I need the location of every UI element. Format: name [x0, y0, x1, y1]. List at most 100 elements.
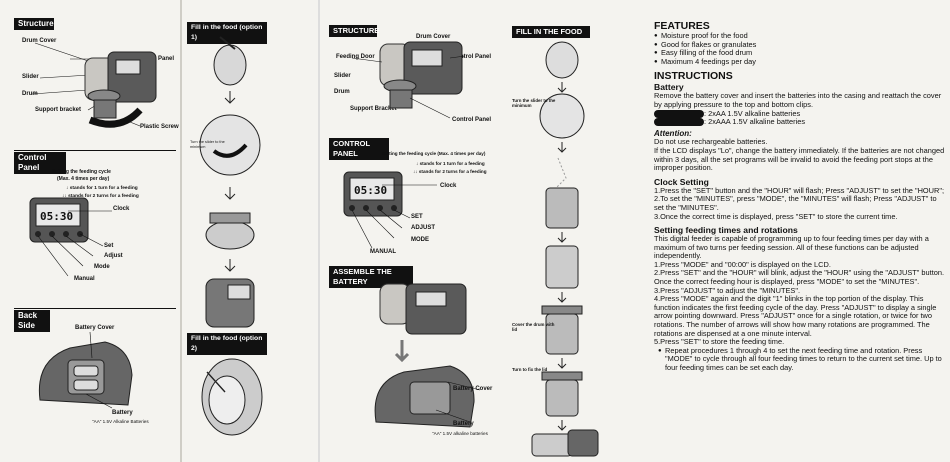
back-side-illustration-1	[38, 331, 133, 409]
feeding-bullet-list: Repeat procedures 1 through 4 to set the…	[654, 346, 948, 373]
label-control-panel-caps: Control Panel	[452, 54, 492, 60]
list-item: 4.Press "MODE" again and the digit "1" b…	[654, 294, 937, 338]
control-panel-diagram-2	[343, 171, 437, 249]
turn-fix-note: Turn to fix the lid	[512, 367, 548, 372]
features-list: Moisture proof for the food Good for fla…	[654, 31, 948, 67]
label-plastic-screw: Plastic Screw	[140, 124, 179, 130]
panel-fill-food-english: Fill in the food (option 1) Turn the sli…	[182, 0, 272, 462]
feeder-illustration-2	[351, 41, 466, 119]
structure-header-caps: STRUCTURE	[329, 25, 379, 37]
two-arrows-caps: ↓↓ stands for 2 turns for a feeding	[413, 169, 487, 174]
attention-label: Attention:	[654, 128, 692, 138]
cycle-caps: Setting the feeding cycle (Max. 4 times …	[382, 151, 486, 156]
label-clock-caps: Clock	[440, 183, 457, 189]
list-item: Easy filling of the food drum	[654, 49, 948, 58]
cover-drum-note: Cover the drum with lid	[512, 322, 555, 333]
turn-slider-note-1: Turn the slider to the minimum	[190, 140, 225, 150]
turn-slider-note-2: Turn the slider to the minimum	[512, 98, 556, 109]
one-arrow-note: ↓ stands for 1 turn for a feeding	[66, 186, 138, 191]
battery-line-1: : 2xAA 1.5V alkaline batteries	[654, 108, 948, 119]
battery-spec-aaa: : 2xAAA 1.5V alkaline batteries	[704, 117, 806, 127]
label-battery: Battery	[112, 410, 133, 416]
label-set: Set	[104, 243, 114, 249]
instructions-title: INSTRUCTIONS	[654, 70, 733, 83]
list-item: Good for flakes or granulates	[654, 40, 948, 50]
fold-line	[318, 0, 320, 462]
list-item: Moisture proof for the food	[654, 31, 948, 41]
label-adjust: Adjust	[104, 253, 123, 259]
redacted-mark	[654, 109, 704, 118]
fill-option2-illustration	[201, 358, 263, 436]
panel-structure-english: Structure Drum Cover Control Panel Slide…	[0, 0, 180, 462]
label-mode-caps: MODE	[411, 237, 429, 243]
fill-option1-header: Fill in the food (option 1)	[187, 22, 267, 44]
divider	[14, 308, 176, 309]
label-manual: Manual	[74, 276, 95, 282]
label-control-panel-caps-2: Control Panel	[452, 117, 492, 123]
cycle-sub: (Max. 4 times per day)	[57, 176, 110, 182]
feeding-title: Setting feeding times and rotations	[654, 225, 798, 236]
list-item: 5.Press "SET" to store the feeding time.	[654, 337, 785, 347]
fill-option2-header: Fill in the food (option 2)	[187, 333, 267, 355]
label-support-bracket: Support bracket	[35, 107, 82, 113]
fill-food-steps	[531, 41, 599, 457]
clock-steps: 1.Press the "SET" button and the "HOUR" …	[654, 185, 948, 221]
list-item: Repeat procedures 1 through 4 to set the…	[658, 346, 948, 373]
battery-spec-caps: "AA" 1.5V alkaline batteries	[432, 431, 488, 436]
label-clock: Clock	[113, 206, 130, 212]
two-arrows-note: ↓↓ stands for 2 turns for a feeding	[62, 194, 139, 199]
back-side-header: Back Side	[14, 310, 50, 332]
label-slider-caps: Slider	[334, 73, 351, 79]
features-title: FEATURES	[654, 20, 710, 32]
label-slider: Slider	[22, 74, 39, 80]
list-item: 3.Once the correct time is displayed, pr…	[654, 211, 898, 221]
label-drum-caps: Drum	[334, 89, 350, 95]
one-arrow-caps: ↓ stands for 1 turn for a feeding	[416, 161, 485, 166]
battery-spec: "AA" 1.5V Alkaline Batteries	[92, 419, 149, 424]
attention-2: If the LCD displays "Lo", change the bat…	[654, 145, 945, 173]
divider	[14, 150, 176, 151]
panel-structure-caps: STRUCTURE Drum Cover Feeding Door Contro…	[320, 0, 510, 462]
list-item: 2.Press "SET" and the "HOUR" will blink,…	[654, 268, 945, 287]
label-support-bracket-caps: Support Bracket	[350, 106, 397, 112]
fill-food-header: FILL IN THE FOOD	[512, 26, 590, 38]
label-drum: Drum	[22, 91, 38, 97]
battery-text: Remove the battery cover and insert the …	[654, 91, 942, 109]
list-item: 1.Press the "SET" button and the "HOUR" …	[654, 185, 945, 195]
label-mode: Mode	[94, 264, 110, 270]
label-set-caps: SET	[411, 214, 423, 220]
control-panel-diagram-1	[29, 197, 112, 277]
battery-title: Battery	[654, 82, 684, 93]
fold-line	[180, 0, 182, 462]
instructions-text-panel: FEATURES Moisture proof for the food Goo…	[648, 0, 948, 462]
label-adjust-caps: ADJUST	[411, 225, 436, 231]
label-drum-cover: Drum Cover	[22, 38, 57, 44]
panel-fill-food-caps: FILL IN THE FOOD Turn the slider to the …	[510, 0, 646, 462]
label-manual-caps: MANUAL	[370, 249, 396, 255]
redacted-mark	[654, 118, 704, 127]
list-item: Maximum 4 feedings per day	[654, 57, 948, 67]
assemble-battery-header: ASSEMBLE THE BATTERY	[329, 266, 413, 288]
battery-spec-aa: : 2xAA 1.5V alkaline batteries	[704, 108, 801, 118]
lcd-display-2: 05:30	[354, 184, 388, 197]
structure-header: Structure	[14, 18, 54, 30]
label-feeding-door: Feeding Door	[336, 54, 375, 60]
list-item: 3.Press "ADJUST" to adjust the "MINUTES"…	[654, 285, 801, 295]
fill-step-illustrations	[199, 36, 261, 328]
clock-title: Clock Setting	[654, 176, 709, 187]
attention-1: Do not use rechargeable batteries.	[654, 137, 768, 147]
label-battery-caps: Battery	[453, 421, 474, 427]
feeder-illustration-1	[31, 42, 157, 128]
control-panel-header: Control Panel	[14, 152, 66, 174]
battery-line-2: : 2xAAA 1.5V alkaline batteries	[654, 117, 948, 127]
label-battery-cover-caps: Battery Cover	[453, 386, 493, 392]
control-panel-header-caps: CONTROL PANEL	[329, 138, 389, 160]
lcd-display-1: 05:30	[40, 210, 74, 223]
cycle-title: Setting the feeding cycle	[52, 169, 111, 175]
label-drum-cover-caps: Drum Cover	[416, 34, 451, 40]
label-battery-cover: Battery Cover	[75, 325, 115, 331]
list-item: 2.To set the "MINUTES", press "MODE", th…	[654, 194, 937, 212]
feeding-intro: This digital feeder is capable of progra…	[654, 234, 929, 261]
battery-assembly-illustration	[374, 283, 481, 428]
list-item: 1.Press "MODE" and "00:00" is displayed …	[654, 259, 831, 269]
